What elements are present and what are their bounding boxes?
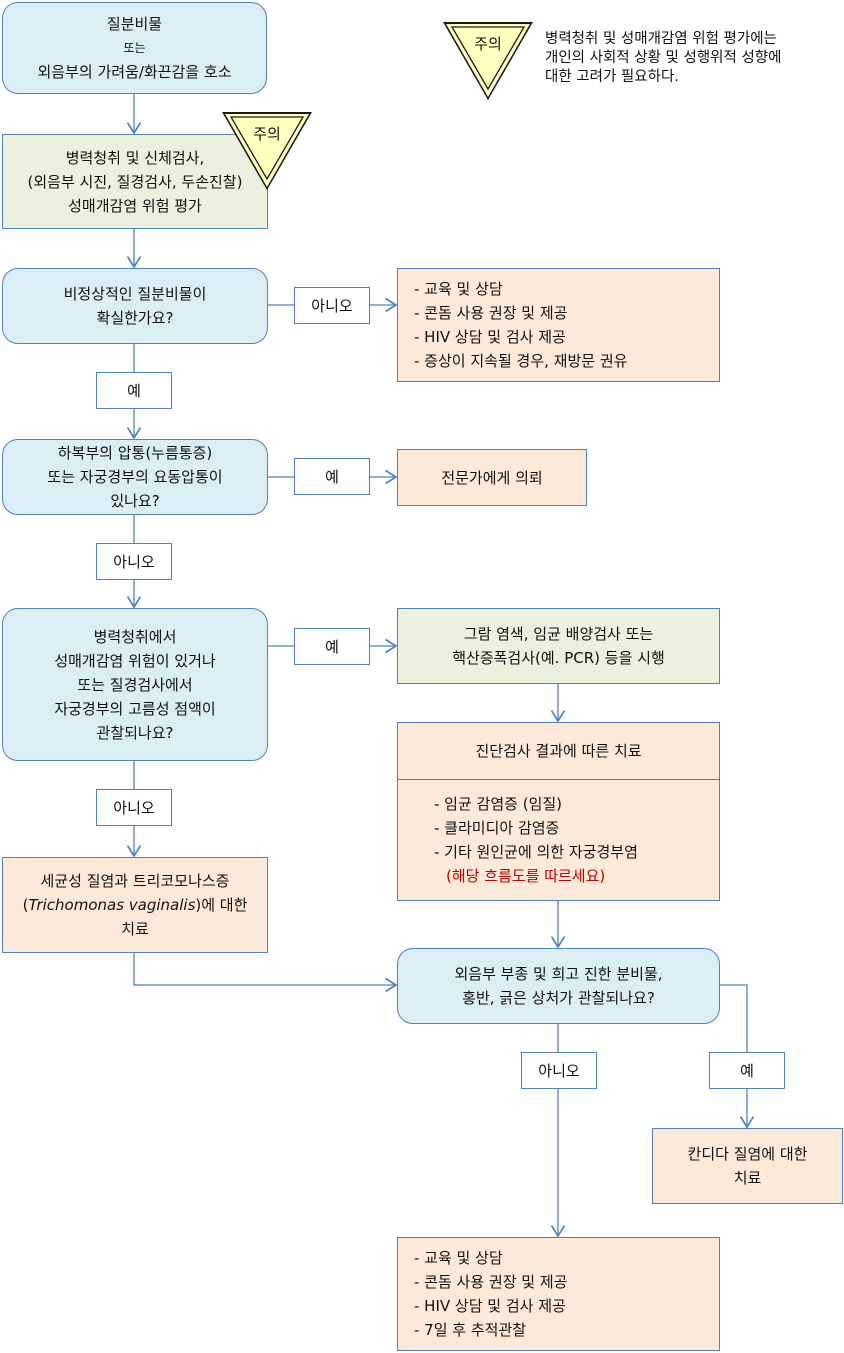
q-line: 또는 질경검사에서 — [77, 675, 193, 694]
bv-treatment-box: 세균성 질염과 트리코모나스증 (Trichomonas vaginalis)에… — [2, 857, 268, 953]
q-line: 외음부 부종 및 희고 진한 분비물, — [454, 965, 663, 983]
caution-label: 주의 — [474, 35, 502, 53]
q-line: 자궁경부의 고름성 점액이 — [54, 699, 216, 718]
list-item: - HIV 상담 및 검사 제공 — [414, 328, 566, 346]
note-line: 개인의 사회적 상황 및 성행위적 성향에 — [545, 50, 782, 66]
species-name: Trichomonas vaginalis — [28, 896, 196, 914]
note-line: 병력청취 및 성매개감염 위험 평가에는 — [545, 31, 777, 47]
list-item: - 콘돔 사용 권장 및 제공 — [414, 304, 568, 322]
list-item: - HIV 상담 및 검사 제공 — [414, 1297, 566, 1315]
c-line: 칸디다 질염에 대한 — [687, 1145, 808, 1163]
referral-box: 전문가에게 의뢰 — [397, 449, 587, 506]
bv-line: 세균성 질염과 트리코모나스증 — [40, 872, 230, 890]
q-line: 하복부의 압통(누름통증) — [57, 444, 213, 462]
list-item: - 증상이 지속될 경우, 재방문 권유 — [414, 352, 628, 370]
q-line: 성매개감염 위험이 있거나 — [54, 651, 216, 670]
start-line: 질분비물 — [106, 15, 163, 33]
t-line: 핵산증폭검사(예. PCR) 등을 시행 — [452, 649, 665, 667]
list-item: - 교육 및 상담 — [414, 1249, 503, 1267]
list-item: - 클라미디아 감염증 — [434, 819, 560, 837]
list-item: - 콘돔 사용 권장 및 제공 — [414, 1273, 568, 1291]
label-yes: 예 — [294, 458, 370, 495]
list-item: - 교육 및 상담 — [414, 280, 503, 298]
list-item: - 기타 원인균에 의한 자궁경부염 — [434, 843, 638, 861]
q-line: 홍반, 긁은 상처가 관찰되나요? — [462, 989, 655, 1007]
label-yes: 예 — [96, 372, 172, 409]
start-box: 질분비물 또는 외음부의 가려움/화끈감을 호소 — [2, 2, 267, 94]
t-line: 그람 염색, 임균 배양검사 또는 — [463, 625, 654, 643]
list-item: - 임균 감염증 (임질) — [434, 795, 563, 813]
label-no: 아니오 — [96, 543, 172, 580]
caution-icon: 주의 — [221, 111, 313, 191]
label-no: 아니오 — [294, 287, 370, 324]
flowchart-note: (해당 흐름도를 따르세요) — [446, 867, 606, 885]
q-line: 병력청취에서 — [93, 627, 177, 646]
list-item: - 7일 후 추적관찰 — [414, 1321, 527, 1339]
q-line: 관찰되나요? — [96, 723, 174, 742]
caution-note: 병력청취 및 성매개감염 위험 평가에는 개인의 사회적 상황 및 성행위적 성… — [545, 30, 781, 87]
assess-line: 병력청취 및 신체검사, — [65, 148, 205, 167]
treatment-box: 진단검사 결과에 따른 치료 - 임균 감염증 (임질) - 클라미디아 감염증… — [397, 722, 720, 901]
q-line: 있나요? — [110, 492, 160, 510]
education-box: - 교육 및 상담 - 콘돔 사용 권장 및 제공 - HIV 상담 및 검사 … — [397, 268, 720, 382]
assess-line: (외음부 시진, 질경검사, 두손진찰) — [27, 172, 243, 191]
label-no: 아니오 — [521, 1052, 597, 1089]
paren: ( — [22, 896, 29, 914]
question-candida: 외음부 부종 및 희고 진한 분비물, 홍반, 긁은 상처가 관찰되나요? — [397, 948, 720, 1024]
assess-line: 성매개감염 위험 평가 — [68, 196, 202, 215]
caution-legend-icon: 주의 — [442, 21, 534, 101]
followup-box: - 교육 및 상담 - 콘돔 사용 권장 및 제공 - HIV 상담 및 검사 … — [397, 1237, 720, 1351]
caution-label: 주의 — [253, 125, 281, 143]
start-line: 외음부의 가려움/화끈감을 호소 — [37, 63, 232, 81]
start-line: 또는 — [123, 41, 146, 55]
note-line: 대한 고려가 필요하다. — [545, 69, 679, 85]
q-line: 비정상적인 질분비물이 — [63, 285, 207, 303]
treatment-title: 진단검사 결과에 따른 치료 — [398, 723, 719, 780]
c-line: 치료 — [733, 1169, 762, 1187]
bv-line: 치료 — [121, 920, 149, 938]
q-line: 확실한가요? — [96, 309, 174, 327]
bv-after: )에 대한 — [195, 896, 248, 914]
q-line: 또는 자궁경부의 요동압통이 — [47, 468, 223, 486]
label-yes: 예 — [709, 1052, 785, 1089]
assessment-box: 병력청취 및 신체검사, (외음부 시진, 질경검사, 두손진찰) 성매개감염 … — [2, 134, 268, 229]
label-yes: 예 — [294, 628, 370, 665]
label-no: 아니오 — [96, 789, 172, 826]
